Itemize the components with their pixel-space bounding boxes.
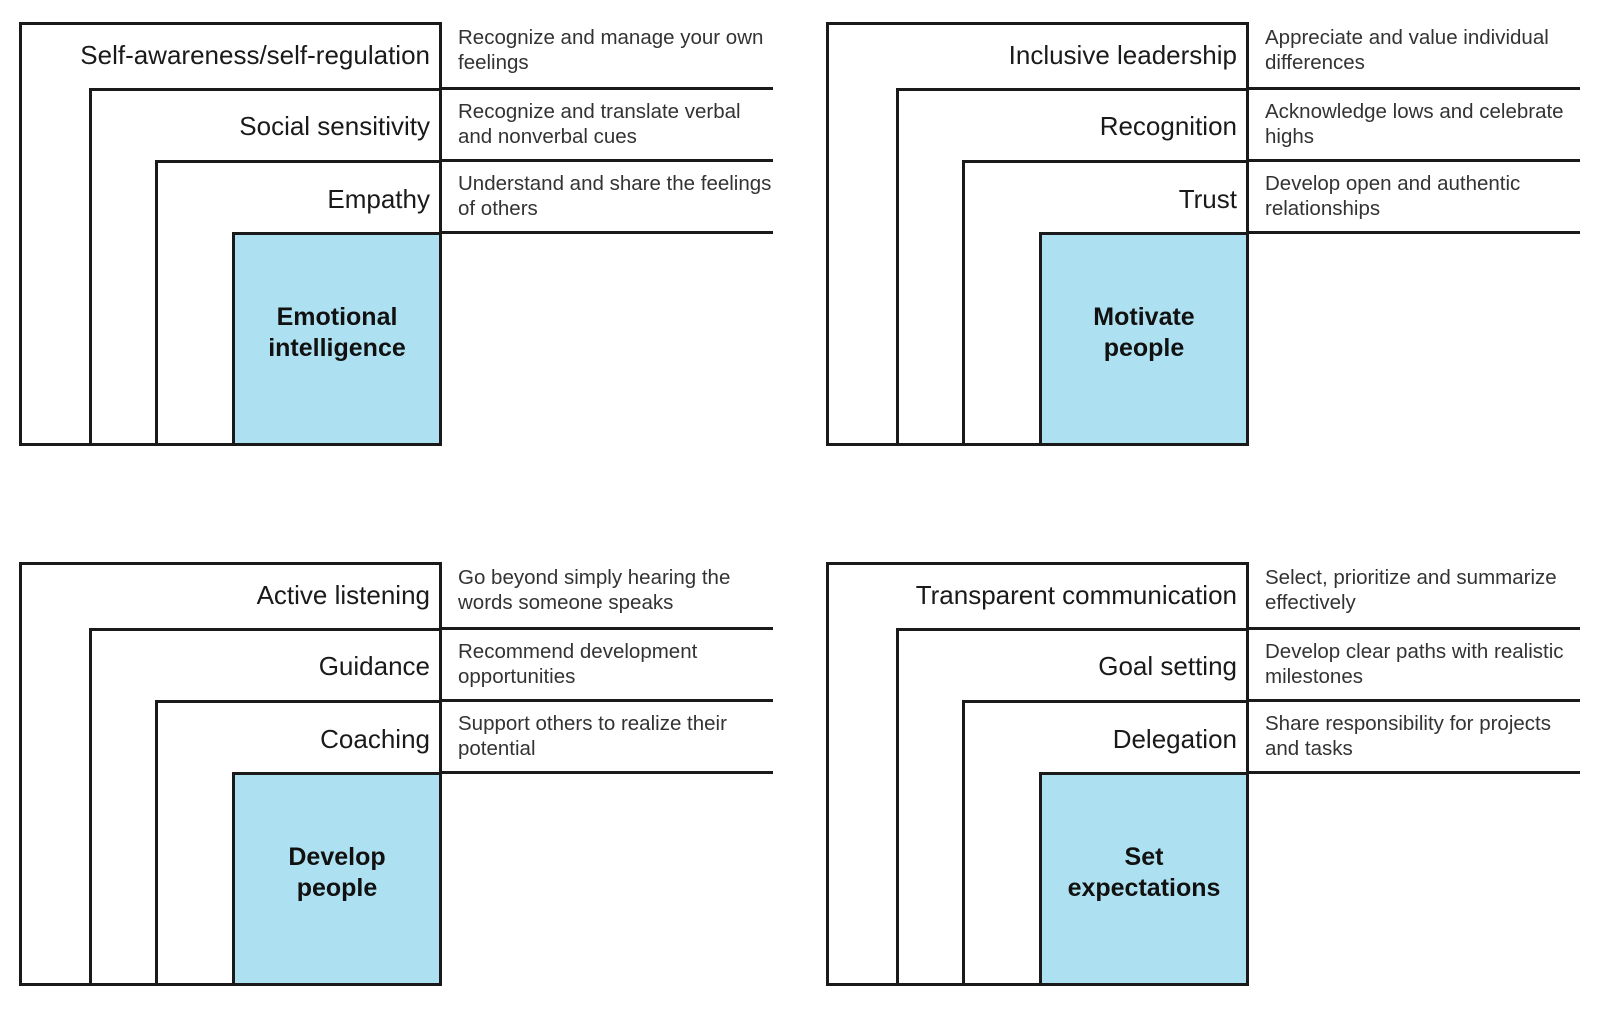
row-divider-2 xyxy=(1249,159,1580,162)
row-divider-3 xyxy=(1249,231,1580,234)
row-divider-3 xyxy=(442,771,773,774)
core-label: Develop people xyxy=(232,842,442,904)
panel-text: Active listening Go beyond simply hearin… xyxy=(0,540,774,995)
core-label-line1: Set xyxy=(1124,843,1164,871)
row-description: Acknowledge lows and celebrate highs xyxy=(1265,100,1564,148)
core-label: Motivate people xyxy=(1039,302,1249,364)
panel-set-expectations: Transparent communication Select, priori… xyxy=(807,540,1581,995)
row-label: Guidance xyxy=(318,651,430,681)
panel-text: Inclusive leadership Appreciate and valu… xyxy=(807,0,1581,455)
row-description: Recommend development opportunities xyxy=(458,640,698,688)
panel-frames xyxy=(807,540,1581,995)
panel-frames xyxy=(0,540,774,995)
row-description: Understand and share the feelings of oth… xyxy=(458,172,772,220)
row-label: Active listening xyxy=(256,580,430,610)
panel-motivate-people: Inclusive leadership Appreciate and valu… xyxy=(807,0,1581,455)
row-label: Goal setting xyxy=(1098,651,1237,681)
row-description: Recognize and translate verbal and nonve… xyxy=(458,100,741,148)
core-label-line2: expectations xyxy=(1067,874,1221,902)
row-description: Share responsibility for projects and ta… xyxy=(1265,712,1551,760)
row-description: Appreciate and value individual differen… xyxy=(1265,26,1549,74)
row-label: Delegation xyxy=(1112,724,1237,754)
panel-text: Transparent communication Select, priori… xyxy=(807,540,1581,995)
row-divider-3 xyxy=(442,231,773,234)
panel-develop-people: Active listening Go beyond simply hearin… xyxy=(0,540,774,995)
core-label-line1: Develop xyxy=(288,843,386,871)
row-label: Recognition xyxy=(1099,111,1237,141)
core-label-line2: people xyxy=(1103,334,1185,362)
row-label: Inclusive leadership xyxy=(1008,40,1237,70)
row-divider-3 xyxy=(1249,771,1580,774)
row-divider-2 xyxy=(442,699,773,702)
panel-frames xyxy=(0,0,774,455)
row-description: Recognize and manage your own feelings xyxy=(458,26,764,74)
core-label: Set expectations xyxy=(1039,842,1249,904)
panel-emotional-intelligence: Self-awareness/self-regulation Recognize… xyxy=(0,0,774,455)
core-box xyxy=(232,772,442,986)
core-label-line2: intelligence xyxy=(268,334,406,362)
row-divider-2 xyxy=(1249,699,1580,702)
core-label: Emotional intelligence xyxy=(232,302,442,364)
row-divider-1 xyxy=(1249,87,1580,90)
row-label: Trust xyxy=(1178,184,1237,214)
row-divider-2 xyxy=(442,159,773,162)
row-description: Develop clear paths with realistic miles… xyxy=(1265,640,1564,688)
core-label-line1: Motivate xyxy=(1093,303,1195,331)
panel-frames xyxy=(807,0,1581,455)
row-description: Select, prioritize and summarize effecti… xyxy=(1265,566,1557,614)
row-label: Transparent communication xyxy=(915,580,1237,610)
row-description: Develop open and authentic relationships xyxy=(1265,172,1521,220)
row-divider-1 xyxy=(1249,627,1580,630)
core-label-line2: people xyxy=(296,874,378,902)
row-label: Social sensitivity xyxy=(239,111,430,141)
row-divider-1 xyxy=(442,87,773,90)
row-description: Go beyond simply hearing the words someo… xyxy=(458,566,731,614)
row-label: Coaching xyxy=(320,724,430,754)
row-label: Empathy xyxy=(327,184,430,214)
core-box xyxy=(232,232,442,446)
core-label-line1: Emotional xyxy=(276,303,398,331)
row-description: Support others to realize their potentia… xyxy=(458,712,727,760)
panel-text: Self-awareness/self-regulation Recognize… xyxy=(0,0,774,455)
row-divider-1 xyxy=(442,627,773,630)
core-box xyxy=(1039,772,1249,986)
core-box xyxy=(1039,232,1249,446)
row-label: Self-awareness/self-regulation xyxy=(80,40,430,70)
